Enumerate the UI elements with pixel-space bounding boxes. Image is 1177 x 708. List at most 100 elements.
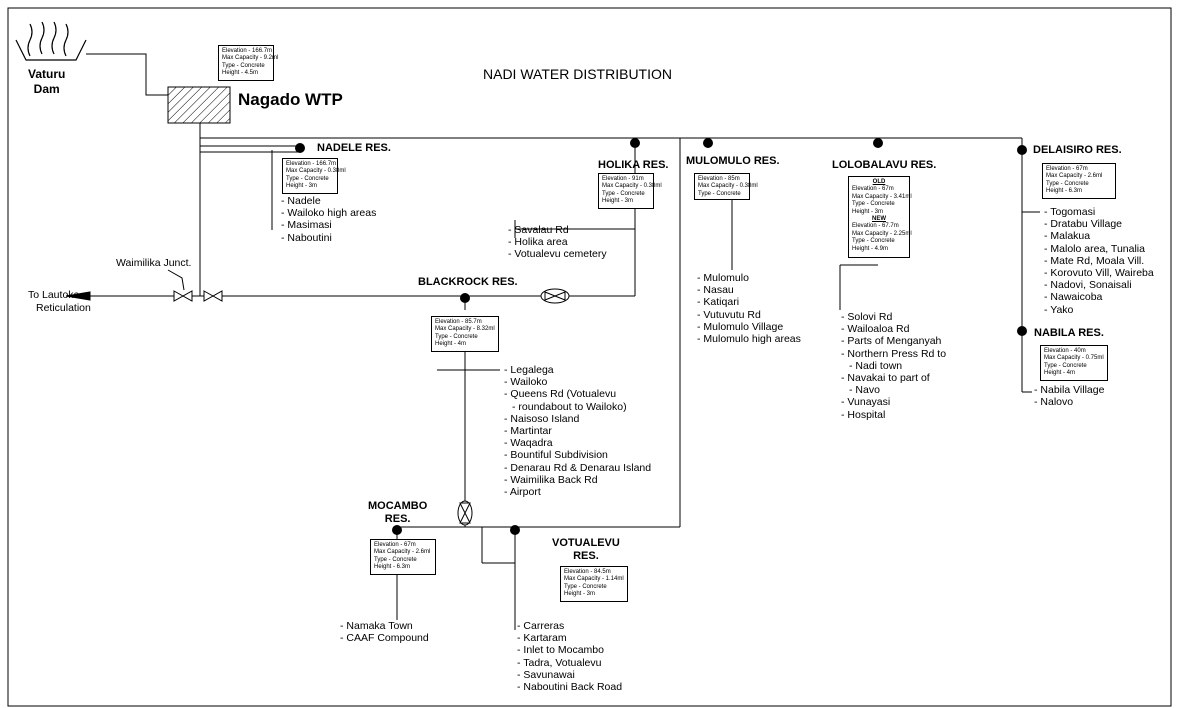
blackrock-specs: Elevation - 85.7m Max Capacity - 8.32ml … bbox=[431, 316, 499, 352]
list-item: Nadovi, Sonaisali bbox=[1044, 279, 1154, 291]
spec-line: Type - Concrete bbox=[1046, 180, 1089, 187]
delaisiro-specs: Elevation - 67m Max Capacity - 2.6ml Typ… bbox=[1042, 163, 1116, 199]
meter-icon bbox=[540, 288, 570, 304]
nadele-name: NADELE RES. bbox=[317, 142, 391, 154]
list-item: Mate Rd, Moala Vill. bbox=[1044, 255, 1154, 267]
list-item: Dratabu Village bbox=[1044, 218, 1154, 230]
spec-line: Height - 3m bbox=[286, 183, 318, 190]
spec-line: Type - Concrete bbox=[852, 238, 895, 245]
list-item: Parts of Menganyah bbox=[841, 335, 946, 347]
list-item: Naboutini Back Road bbox=[517, 681, 622, 693]
list-item: Kartaram bbox=[517, 632, 622, 644]
list-item: Masimasi bbox=[281, 219, 376, 231]
spec-line: Max Capacity - 9.2ml bbox=[222, 55, 279, 62]
spec-line: Elevation - 85.7m bbox=[435, 319, 482, 325]
spec-line: Height - 3m bbox=[602, 198, 634, 205]
list-item: Korovuto Vill, Waireba bbox=[1044, 267, 1153, 279]
nadele-areas: Nadele Wailoko high areas Masimasi Nabou… bbox=[281, 195, 376, 244]
holika-areas: Savalau Rd Holika area Votualevu cemeter… bbox=[508, 224, 607, 261]
list-item: Savunawai bbox=[517, 669, 622, 681]
spec-line: Type - Concrete bbox=[698, 190, 741, 197]
list-item: Nabila Village bbox=[1034, 384, 1104, 396]
list-item: Wailoaloa Rd bbox=[841, 323, 946, 335]
list-item: Mulomulo bbox=[697, 272, 801, 284]
spec-line: Height - 3m bbox=[852, 208, 884, 215]
spec-line: Type - Concrete bbox=[222, 62, 265, 69]
list-item: Savalau Rd bbox=[508, 224, 607, 236]
spec-line: Elevation - 166.7m bbox=[222, 48, 273, 54]
mocambo-specs: Elevation - 67m Max Capacity - 2.6ml Typ… bbox=[370, 539, 436, 575]
list-item: Nadele bbox=[281, 195, 376, 207]
spec-line: Height - 6.3m bbox=[374, 564, 411, 571]
holika-specs: Elevation - 91m Max Capacity - 0.38ml Ty… bbox=[598, 173, 662, 209]
spec-line: Type - Concrete bbox=[1044, 362, 1087, 369]
list-item: Legalega bbox=[504, 364, 651, 376]
spec-line: Elevation - 91m bbox=[602, 176, 644, 182]
list-item: Nalovo bbox=[1034, 396, 1104, 408]
lolobalavu-specs: OLD Elevation - 67m Max Capacity - 3.41m… bbox=[848, 176, 912, 258]
list-item: Mulomulo high areas bbox=[697, 333, 800, 345]
list-item: Martintar bbox=[504, 425, 651, 437]
spec-line: Max Capacity - 0.75ml bbox=[1044, 355, 1104, 362]
valve-icon bbox=[173, 290, 223, 302]
mulomulo-specs: Elevation - 85m Max Capacity - 0.38ml Ty… bbox=[694, 173, 758, 200]
diagram-title: NADI WATER DISTRIBUTION bbox=[483, 66, 672, 82]
spec-line: Max Capacity - 2.6ml bbox=[1046, 173, 1103, 180]
spec-line: Max Capacity - 2.6ml bbox=[374, 549, 431, 556]
list-item: Wailoko bbox=[504, 376, 651, 388]
holika-name: HOLIKA RES. bbox=[598, 159, 669, 171]
list-item: Naisoso Island bbox=[504, 413, 651, 425]
nadele-specs: Elevation - 166.7m Max Capacity - 0.38ml… bbox=[282, 158, 346, 194]
list-item: Vunayasi bbox=[841, 396, 946, 408]
lolobalavu-areas: Solovi Rd Wailoaloa Rd Parts of Menganya… bbox=[841, 311, 946, 421]
lautoka-line1: To Lautoka bbox=[28, 289, 80, 301]
list-item: roundabout to Wailoko) bbox=[512, 401, 651, 413]
votualevu-name: VOTUALEVU RES. bbox=[552, 537, 620, 563]
spec-line: Elevation - 67m bbox=[1046, 166, 1088, 172]
lolobalavu-name: LOLOBALAVU RES. bbox=[832, 159, 937, 171]
spec-line: Max Capacity - 0.38ml bbox=[698, 183, 758, 190]
list-item: Nasau bbox=[697, 284, 801, 296]
blackrock-areas: Legalega Wailoko Queens Rd (Votualevu ro… bbox=[504, 364, 651, 498]
mocambo-name-line2: RES. bbox=[384, 513, 411, 525]
list-item: Navakai to part of bbox=[841, 372, 946, 384]
mocambo-name-line1: MOCAMBO bbox=[368, 500, 428, 512]
list-item: Nadi town bbox=[849, 360, 946, 372]
mocambo-name: MOCAMBO RES. bbox=[368, 500, 427, 526]
list-item: Navo bbox=[849, 384, 946, 396]
list-item: Hospital bbox=[841, 409, 946, 421]
nabila-specs: Elevation - 40m Max Capacity - 0.75ml Ty… bbox=[1040, 345, 1108, 381]
mulomulo-name: MULOMULO RES. bbox=[686, 155, 780, 167]
spec-line: Type - Concrete bbox=[374, 556, 417, 563]
votualevu-name-line1: VOTUALEVU bbox=[552, 537, 620, 549]
spec-line: Height - 4m bbox=[1044, 370, 1076, 377]
votualevu-areas: Carreras Kartaram Inlet to Mocambo Tadra… bbox=[517, 620, 622, 693]
spec-line: Elevation - 67.7m bbox=[852, 223, 899, 230]
list-item: Solovi Rd bbox=[841, 311, 946, 323]
nabila-areas: Nabila Village Nalovo bbox=[1034, 384, 1104, 408]
spec-line: Height - 6.3m bbox=[1046, 188, 1083, 195]
wtp-specs: Elevation - 166.7m Max Capacity - 9.2ml … bbox=[218, 45, 279, 81]
votualevu-name-line2: RES. bbox=[573, 550, 599, 562]
list-item: Denarau Rd & Denarau Island bbox=[504, 462, 651, 474]
spec-line: Type - Concrete bbox=[564, 583, 607, 590]
spec-line: Type - Concrete bbox=[602, 190, 645, 197]
list-item: Nawaicoba bbox=[1044, 291, 1154, 303]
junction-label: Waimilika Junct. bbox=[116, 257, 192, 269]
spec-line: Height - 4.5m bbox=[222, 70, 259, 77]
mocambo-areas: Namaka Town CAAF Compound bbox=[340, 620, 428, 644]
spec-line: Type - Concrete bbox=[286, 175, 329, 182]
spec-line: Height - 4.9m bbox=[852, 245, 889, 252]
list-item: Katiqari bbox=[697, 296, 801, 308]
wtp-name: Nagado WTP bbox=[238, 90, 343, 109]
lautoka-line2: Reticulation bbox=[36, 302, 91, 314]
list-item: Waqadra bbox=[504, 437, 651, 449]
mulomulo-areas: Mulomulo Nasau Katiqari Vutuvutu Rd Mulo… bbox=[697, 272, 801, 345]
dam-icon bbox=[15, 21, 87, 61]
spec-line: Max Capacity - 0.38ml bbox=[602, 183, 662, 190]
list-item: Wailoko high areas bbox=[281, 207, 376, 219]
list-item: Yako bbox=[1044, 304, 1154, 316]
dam-label: Vaturu Dam bbox=[28, 67, 65, 97]
dam-label-line1: Vaturu bbox=[28, 67, 66, 81]
list-item: Waimilika Back Rd bbox=[504, 474, 651, 486]
